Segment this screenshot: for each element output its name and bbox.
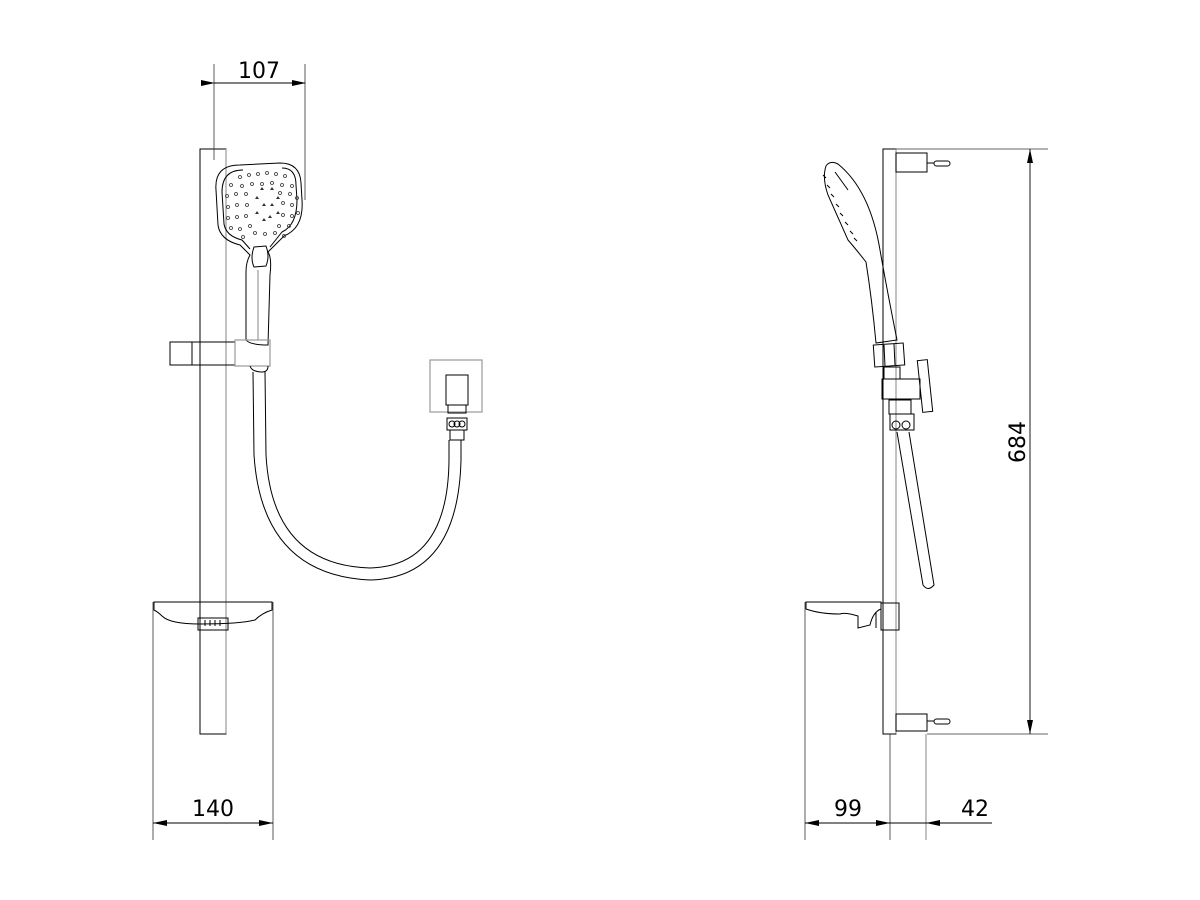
hand-shower-side: [822, 161, 934, 431]
wall-outlet: [429, 359, 483, 441]
dimension-label-42: 42: [961, 797, 989, 822]
dimension-99-42: 99 42: [804, 602, 992, 840]
slide-rail-side: [882, 148, 897, 735]
spray-nozzles: [225, 171, 300, 239]
wall-bracket-top: [895, 152, 951, 173]
front-view: 107 140: [152, 59, 483, 840]
wall-bracket-bottom: [895, 713, 951, 732]
dimension-label-140: 140: [192, 797, 234, 822]
slider-bracket: [169, 339, 271, 373]
dimension-label-107: 107: [238, 59, 280, 84]
side-view: 684 99 42: [804, 148, 1048, 840]
dimension-684: 684: [896, 148, 1048, 735]
dimension-107: 107: [201, 59, 306, 200]
soap-dish-side: [805, 601, 900, 631]
dimension-label-99: 99: [834, 797, 862, 822]
shower-hose-side: [896, 431, 935, 589]
dimension-label-684: 684: [1006, 421, 1031, 463]
slide-rail: [199, 148, 227, 735]
dimension-140: 140: [152, 602, 274, 840]
hand-shower-front: [215, 162, 303, 346]
soap-dish-front: [153, 601, 273, 631]
shower-hose: [252, 371, 462, 581]
